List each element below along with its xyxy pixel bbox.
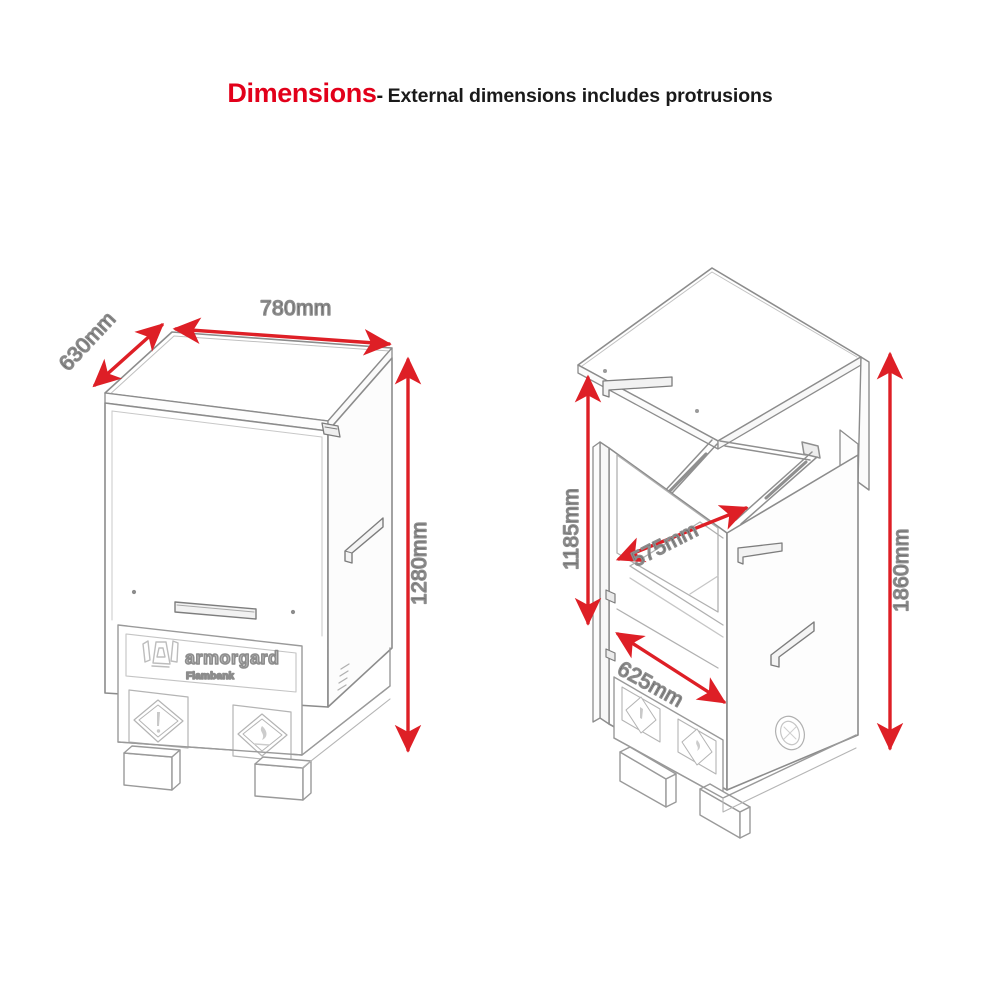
raised-lid	[577, 267, 862, 450]
open-flammable-placard	[677, 718, 717, 775]
door-hinges	[605, 589, 616, 662]
cabinet-open-right-face	[726, 454, 859, 791]
open-door-panel	[592, 441, 610, 725]
dimension-780mm: 780mm	[172, 296, 392, 356]
door-seam	[111, 410, 323, 637]
open-base-rail	[613, 734, 857, 813]
dimension-780mm-label: 780mm	[260, 297, 332, 320]
dimension-1185mm-label: 1185mm	[560, 488, 583, 570]
lid-handle	[602, 376, 673, 398]
dimension-1185mm: 1185mm	[559, 374, 602, 626]
branding-plate	[125, 633, 297, 693]
title-main: Dimensions	[227, 78, 377, 108]
exclamation-hazard-placard	[128, 689, 189, 749]
base-rail	[117, 647, 391, 769]
armorgard-logo-mark	[142, 640, 179, 668]
vent-badge-icon	[775, 715, 805, 751]
model-text: Flambank	[186, 671, 235, 682]
brand-text: armorgard	[185, 648, 280, 668]
screw-left	[131, 589, 137, 595]
dimension-1280mm-label: 1280mm	[408, 521, 431, 605]
dimension-1280mm: 1280mm	[394, 356, 432, 753]
cabinet-closed-view: armorgard Flambank	[54, 296, 432, 801]
page-title: Dimensions- External dimensions includes…	[0, 78, 1000, 109]
dimension-1860mm-label: 1860mm	[890, 528, 913, 612]
dimension-630mm-label: 630mm	[55, 307, 121, 375]
front-handle	[174, 601, 257, 620]
open-side-handle	[770, 621, 815, 668]
vent-slots	[337, 663, 350, 691]
flammable-hazard-placard	[232, 704, 292, 763]
cabinet-right-face	[327, 357, 393, 708]
cabinet-open-view: 1185mm 575mm 625mm 1860mm	[559, 267, 914, 839]
dimension-1860mm: 1860mm	[876, 351, 914, 751]
title-separator: -	[376, 85, 384, 107]
title-subtitle: External dimensions includes protrusions	[387, 85, 773, 107]
side-handle	[344, 517, 384, 564]
forklift-pockets	[123, 745, 312, 801]
screw-right	[290, 609, 296, 615]
hinge-icon	[321, 422, 341, 438]
